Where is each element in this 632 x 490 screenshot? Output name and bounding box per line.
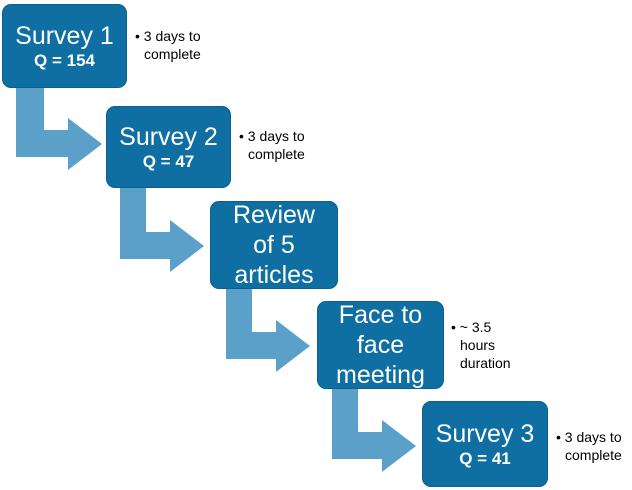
step-title: Survey 2 [119,123,218,151]
note-line: • ~ 3.5 [451,319,492,335]
arrow-review-to-meeting [226,288,310,372]
arrow-survey2-to-review [120,188,204,272]
step-review-articles: Review of 5 articles [210,201,338,289]
note-line: • 3 days to [135,28,201,44]
note-line: • 3 days to [556,429,622,445]
arrow-survey1-to-survey2 [16,86,102,170]
arrow-meeting-to-survey3 [332,388,416,472]
note-survey-2: • 3 days to complete [239,127,305,163]
step-title: Survey 1 [15,22,114,50]
step-survey-2: Survey 2 Q = 47 [106,106,231,188]
note-line: • 3 days to [239,128,305,144]
step-title: Review of 5 articles [233,201,315,289]
step-title: Survey 3 [435,420,535,448]
note-line: complete [144,46,201,62]
note-line: duration [460,355,511,371]
step-question-count: Q = 41 [459,449,511,468]
step-question-count: Q = 154 [34,51,95,70]
step-survey-3: Survey 3 Q = 41 [422,401,548,487]
note-survey-1: • 3 days to complete [135,27,201,63]
step-face-to-face-meeting: Face to face meeting [317,301,444,389]
note-line: hours [460,337,496,353]
note-line: complete [248,146,305,162]
step-question-count: Q = 47 [142,152,195,171]
step-survey-1: Survey 1 Q = 154 [2,4,127,88]
note-survey-3: • 3 days to complete [556,428,622,464]
step-title: Face to face meeting [336,301,425,389]
note-line: complete [565,447,622,463]
note-meeting: • ~ 3.5 hours duration [451,318,511,372]
